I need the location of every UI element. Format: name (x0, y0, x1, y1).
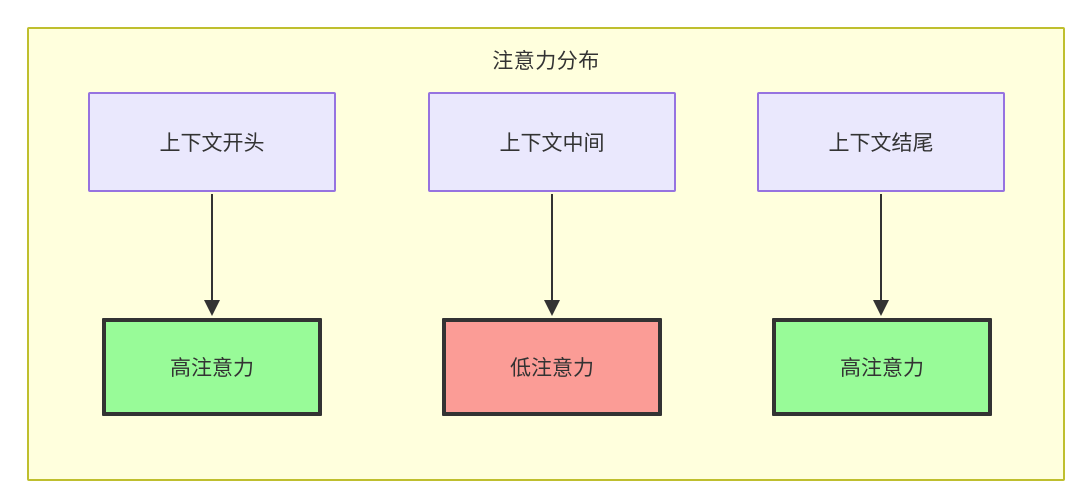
node-low-attention-middle[interactable]: 低注意力 (442, 318, 662, 416)
node-high-attention-end[interactable]: 高注意力 (772, 318, 992, 416)
node-context-start[interactable]: 上下文开头 (88, 92, 336, 192)
node-high-attention-start[interactable]: 高注意力 (102, 318, 322, 416)
node-context-end[interactable]: 上下文结尾 (757, 92, 1005, 192)
node-context-middle[interactable]: 上下文中间 (428, 92, 676, 192)
subgraph-title: 注意力分布 (492, 50, 600, 73)
